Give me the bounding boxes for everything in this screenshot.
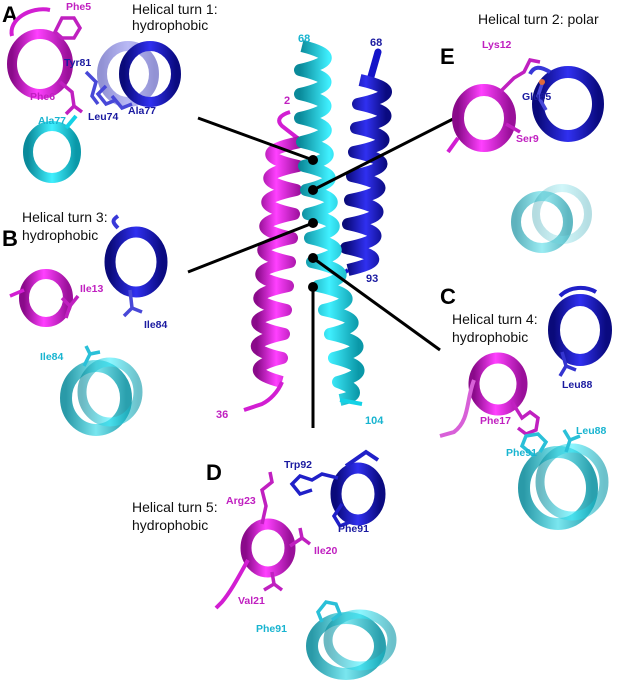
panel-d: D Helical turn 5: hydrophobic Trp92 Arg2… (132, 449, 397, 680)
panel-e: E Helical turn 2: polar Lys12 Glu85 Ser9 (440, 11, 604, 253)
cyan-helix (294, 40, 365, 406)
callout-lines (187, 116, 456, 428)
panel-b: B Helical turn 3: hydrophobic Ile13 Ile8… (2, 209, 168, 436)
residue-number-blue-end: 93 (366, 273, 378, 285)
label-d-arg23: Arg23 (226, 495, 256, 507)
label-d-trp92: Trp92 (284, 459, 312, 471)
residue-number-magenta-end: 36 (216, 409, 228, 421)
label-d-val21: Val21 (238, 595, 265, 607)
residue-number-cyan-end: 104 (365, 415, 384, 427)
label-c-phe17: Phe17 (480, 415, 511, 427)
magenta-helix (243, 110, 304, 412)
label-a-leu74: Leu74 (88, 111, 119, 123)
residue-number-blue-top: 68 (370, 37, 382, 49)
panel-c: C Helical turn 4: hydrophobic Leu88 Phe1… (439, 284, 612, 530)
turn-label-a-line2: hydrophobic (132, 17, 208, 33)
label-e-ser9: Ser9 (516, 133, 539, 145)
panel-letter-d: D (206, 460, 222, 485)
label-c-leu88-blue: Leu88 (562, 379, 593, 391)
label-a-phe6: Phe6 (30, 91, 55, 103)
label-e-glu85: Glu85 (522, 91, 551, 103)
label-c-leu88-cyan: Leu88 (576, 425, 607, 437)
label-e-lys12: Lys12 (482, 39, 512, 51)
residue-number-magenta-start: 2 (284, 95, 290, 107)
label-b-ile13: Ile13 (80, 283, 104, 295)
central-helix-bundle (243, 40, 392, 412)
residue-number-cyan-top: 68 (298, 33, 310, 45)
panel-letter-e: E (440, 44, 455, 69)
turn-label-c-line2: hydrophobic (452, 329, 528, 345)
callout-dots (308, 155, 318, 292)
panel-letter-c: C (440, 284, 456, 309)
label-a-ala77-blue: Ala77 (128, 105, 156, 117)
label-b-ile84-cyan: Ile84 (40, 351, 64, 363)
label-d-ile20: Ile20 (314, 545, 338, 557)
turn-label-c-line1: Helical turn 4: (452, 311, 538, 327)
label-d-phe91-cyan: Phe91 (256, 623, 287, 635)
turn-label-b-line1: Helical turn 3: (22, 209, 108, 225)
turn-label-b-line2: hydrophobic (22, 227, 98, 243)
panel-letter-b: B (2, 226, 18, 251)
label-a-phe5: Phe5 (66, 1, 91, 13)
label-a-ala77-cyan: Ala77 (38, 115, 66, 127)
turn-label-a-line1: Helical turn 1: (132, 1, 218, 17)
label-c-phe91: Phe91 (506, 447, 537, 459)
turn-label-e: Helical turn 2: polar (478, 11, 599, 27)
label-b-ile84-blue: Ile84 (144, 319, 168, 331)
label-a-tyr81: Tyr81 (64, 57, 91, 69)
label-d-phe91-blue: Phe91 (338, 523, 369, 535)
turn-label-d-line1: Helical turn 5: (132, 499, 218, 515)
panel-a: A Helical turn 1: hydrophobic Phe5 Tyr81… (2, 1, 218, 183)
turn-label-d-line2: hydrophobic (132, 517, 208, 533)
